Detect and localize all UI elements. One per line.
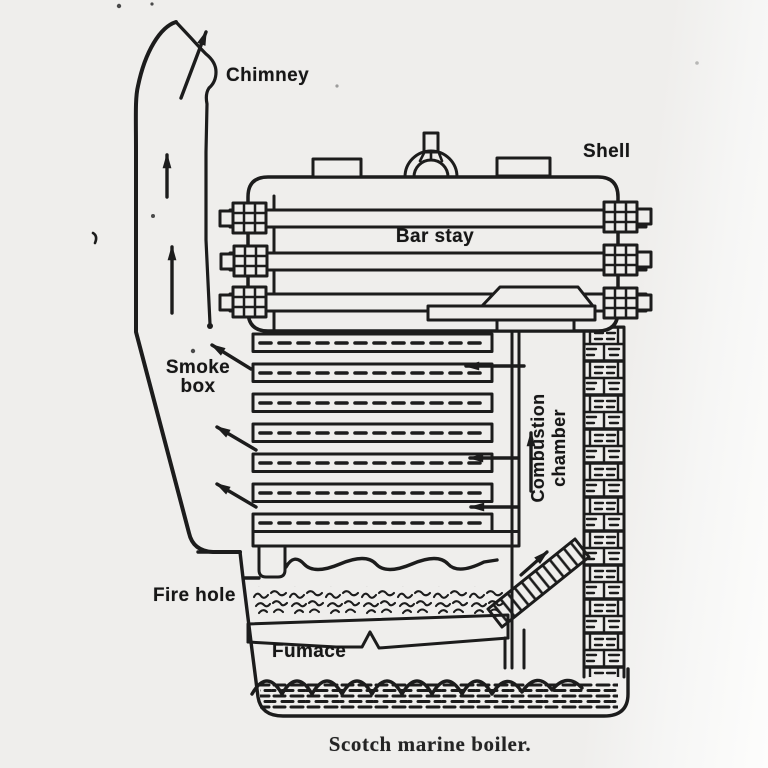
furnace-label: Fumace: [272, 641, 347, 662]
fire-bed-texture: [252, 586, 504, 618]
flue-gas-arrows: [162, 29, 208, 315]
safety-valve-dome: [403, 131, 459, 179]
fire-tubes: [251, 332, 521, 548]
smoke-box-label-line2: box: [180, 376, 216, 397]
chimney-label: Chimney: [226, 65, 310, 86]
hatched-chute: [486, 537, 591, 629]
figure-caption: Scotch marine boiler.: [328, 732, 532, 756]
fire-hole-label: Fire hole: [153, 585, 236, 606]
brick-wall: [582, 325, 626, 679]
scan-noise-specks: [91, 2, 699, 354]
combustion-chamber-label-line2: chamber: [549, 409, 569, 487]
furnace-crown: [284, 556, 499, 572]
fire-door: [257, 544, 287, 579]
water-wave-line: [250, 678, 584, 696]
mounting-pad-right: [495, 156, 552, 178]
combustion-chamber-label-line1: Combustion: [528, 393, 548, 503]
combustion-gas-arrows: [463, 361, 536, 512]
smoke-box-label: Smoke box: [156, 358, 240, 396]
combustion-chamber-label: Combustion chamber: [528, 382, 572, 514]
shell-label: Shell: [583, 141, 631, 162]
stay-nuts: [218, 200, 653, 320]
chimney-outline: [133, 20, 242, 554]
smoke-box-arrows: [210, 343, 258, 509]
mounting-pad-left: [311, 157, 363, 179]
shell-bottom-bracket: [426, 285, 597, 333]
bar-stay-label: Bar stay: [395, 226, 475, 247]
boiler-front-and-tank-outline: [196, 550, 630, 718]
furnace-group: [196, 544, 630, 718]
combustion-chamber-walls: [503, 329, 526, 670]
smoke-box-label-line1: Smoke: [165, 357, 231, 378]
